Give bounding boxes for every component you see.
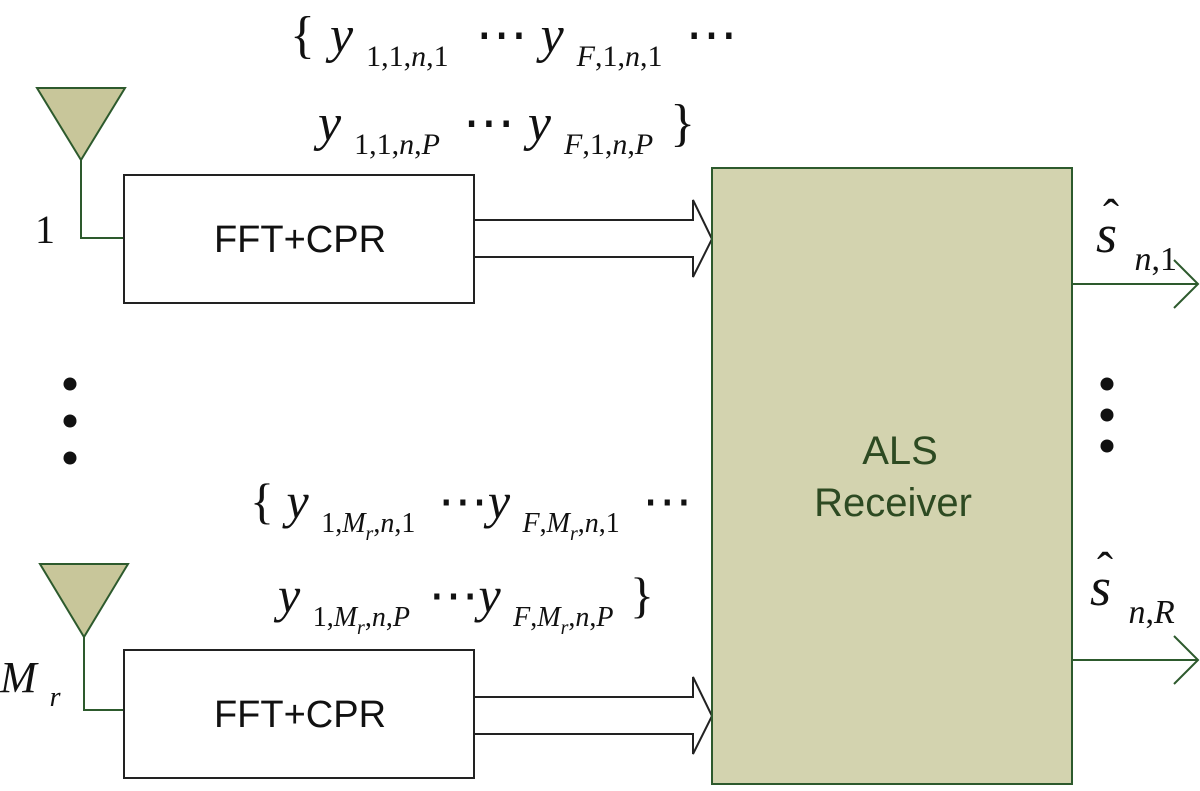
als-receiver: ALS Receiver (711, 167, 1073, 785)
signal-set-1-row-1: { y 1,1,n,1 ⋯ y F,1,n,1 ⋯ (290, 7, 737, 78)
antenna-mr: M r (0, 563, 130, 713)
fft-cpr-block-1: FFT+CPR (123, 174, 475, 304)
block-arrow-icon (473, 199, 714, 278)
block-arrow-icon (473, 676, 714, 755)
antenna-1-label: 1 (35, 207, 55, 252)
vertical-ellipsis-icon (1100, 377, 1114, 453)
signal-set-mr-row-1: { y 1,Mr,n,1 ⋯y F,Mr,n,1 ⋯ (250, 473, 692, 545)
fft-cpr-block-2-label: FFT+CPR (214, 694, 386, 736)
vertical-ellipsis-icon (63, 377, 77, 465)
receiver-subtitle: Receiver (814, 481, 972, 525)
antenna-triangle-icon (38, 563, 130, 639)
arrow-head-icon (1173, 635, 1200, 685)
signal-set-1-row-2: y 1,1,n,P ⋯ y F,1,n,P } (313, 95, 695, 166)
arrow-head-icon (1173, 259, 1200, 309)
output-symbol: s n,R (1090, 557, 1175, 631)
antenna-mr-label: M r (0, 653, 61, 713)
output-label-1: ˆ s n,1 (1096, 190, 1177, 278)
fft-cpr-block-2: FFT+CPR (123, 649, 475, 779)
output-line-2 (1072, 635, 1200, 685)
receiver-title: ALS (862, 429, 938, 473)
output-label-2: ˆ s n,R (1090, 543, 1175, 631)
output-symbol: s n,1 (1096, 204, 1177, 278)
output-hat: ˆ (1097, 543, 1113, 596)
signal-set-mr-row-2: y 1,Mr,n,P ⋯y F,Mr,n,P } (273, 567, 654, 639)
output-line-1 (1072, 259, 1200, 309)
antenna-feed-line (80, 160, 124, 239)
fft-cpr-block-1-label: FFT+CPR (214, 219, 386, 261)
antenna-1: 1 (35, 87, 127, 252)
antenna-triangle-icon (35, 87, 127, 162)
antenna-feed-line (83, 637, 124, 711)
output-hat: ˆ (1103, 190, 1119, 243)
